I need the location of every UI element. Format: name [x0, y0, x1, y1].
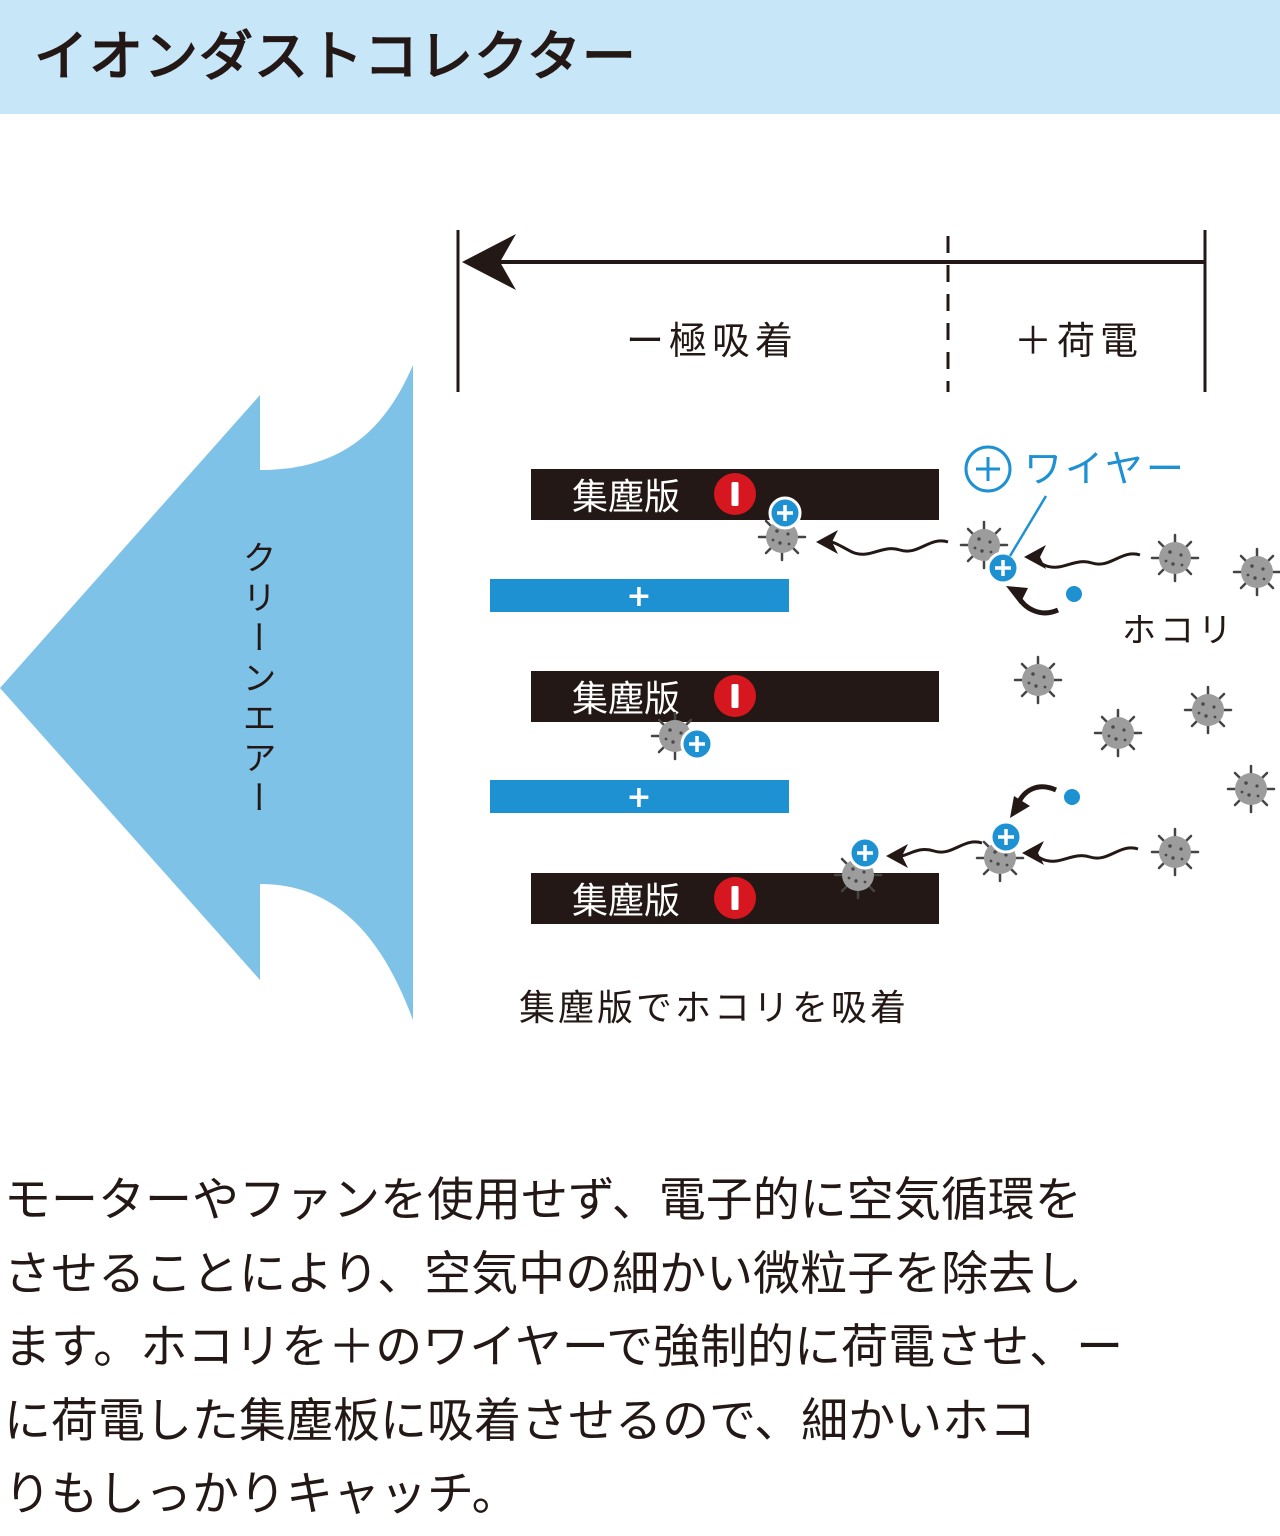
page-title: イオンダストコレクター: [34, 25, 637, 88]
collector-plate: 集塵版: [531, 671, 939, 722]
dust-particle-icon: [1226, 764, 1276, 814]
positive-electrode-bar: +: [490, 780, 789, 815]
negative-charge-icon: [714, 473, 756, 515]
positive-ion-icon: [986, 551, 1020, 585]
collector-plate: 集塵版: [531, 873, 939, 924]
collector-plate: 集塵版: [531, 469, 939, 520]
negative-charge-icon: [714, 675, 756, 717]
dust-particle-icon: [1093, 708, 1143, 758]
plate-label: 集塵版: [572, 679, 680, 720]
ion-dot: [1064, 789, 1080, 805]
plus-circle-icon: [964, 445, 1012, 493]
header-bar: イオンダストコレクター: [0, 0, 1280, 114]
plate-label: 集塵版: [572, 881, 680, 922]
zone-negative-label: ー極吸着: [626, 319, 798, 363]
dust-particle-icon: [1150, 533, 1200, 583]
description-line: させることにより、空気中の細かい微粒子を除去し: [4, 1246, 1083, 1302]
dust-particle-icon: [1232, 547, 1280, 597]
positive-ion-icon: [848, 836, 882, 870]
positive-electrode-bar: +: [490, 579, 789, 614]
positive-ion-icon: [989, 820, 1023, 854]
zone-positive-label: ＋荷電: [1014, 319, 1143, 363]
dust-particle-icon: [1150, 827, 1200, 877]
description-line: モーターやファンを使用せず、電子的に空気循環を: [4, 1173, 1082, 1228]
diagram-caption: 集塵版でホコリを吸着: [519, 988, 909, 1029]
description-line: ます。ホコリを＋のワイヤーで強制的に荷電させ、ー: [4, 1320, 1124, 1375]
wire-label: ワイヤー: [1024, 447, 1187, 491]
dust-label: ホコリ: [1122, 611, 1236, 651]
description-text: モーターやファンを使用せず、電子的に空気循環を させることにより、空気中の細かい…: [4, 1164, 1280, 1532]
direction-indicator: [456, 230, 1207, 392]
positive-ion-icon: [768, 496, 802, 530]
positive-ion-icon: [680, 727, 714, 761]
arrow-heads: [816, 530, 1046, 868]
description-line: りもしっかりキャッチ。: [4, 1467, 519, 1522]
ion-dot: [1066, 586, 1082, 602]
wire-callout: [964, 445, 1048, 557]
dust-particle-icon: [1183, 685, 1233, 735]
plate-label: 集塵版: [572, 477, 680, 518]
dust-particle-icon: [1013, 655, 1063, 705]
clean-air-arrow: [0, 365, 413, 1020]
clean-air-label: クリーンエアー: [236, 540, 276, 820]
plus-sign: +: [626, 579, 651, 614]
negative-charge-icon: [714, 877, 756, 919]
ion-dust-collector-diagram: クリーンエアー ー極吸着 ＋荷電 集塵版 集塵版 集塵版 + +: [0, 230, 1280, 1029]
ion-attach-arrows: [1006, 586, 1060, 818]
plus-sign: +: [626, 780, 651, 815]
description-line: に荷電した集塵板に吸着させるので、細かいホコ: [4, 1393, 1037, 1449]
